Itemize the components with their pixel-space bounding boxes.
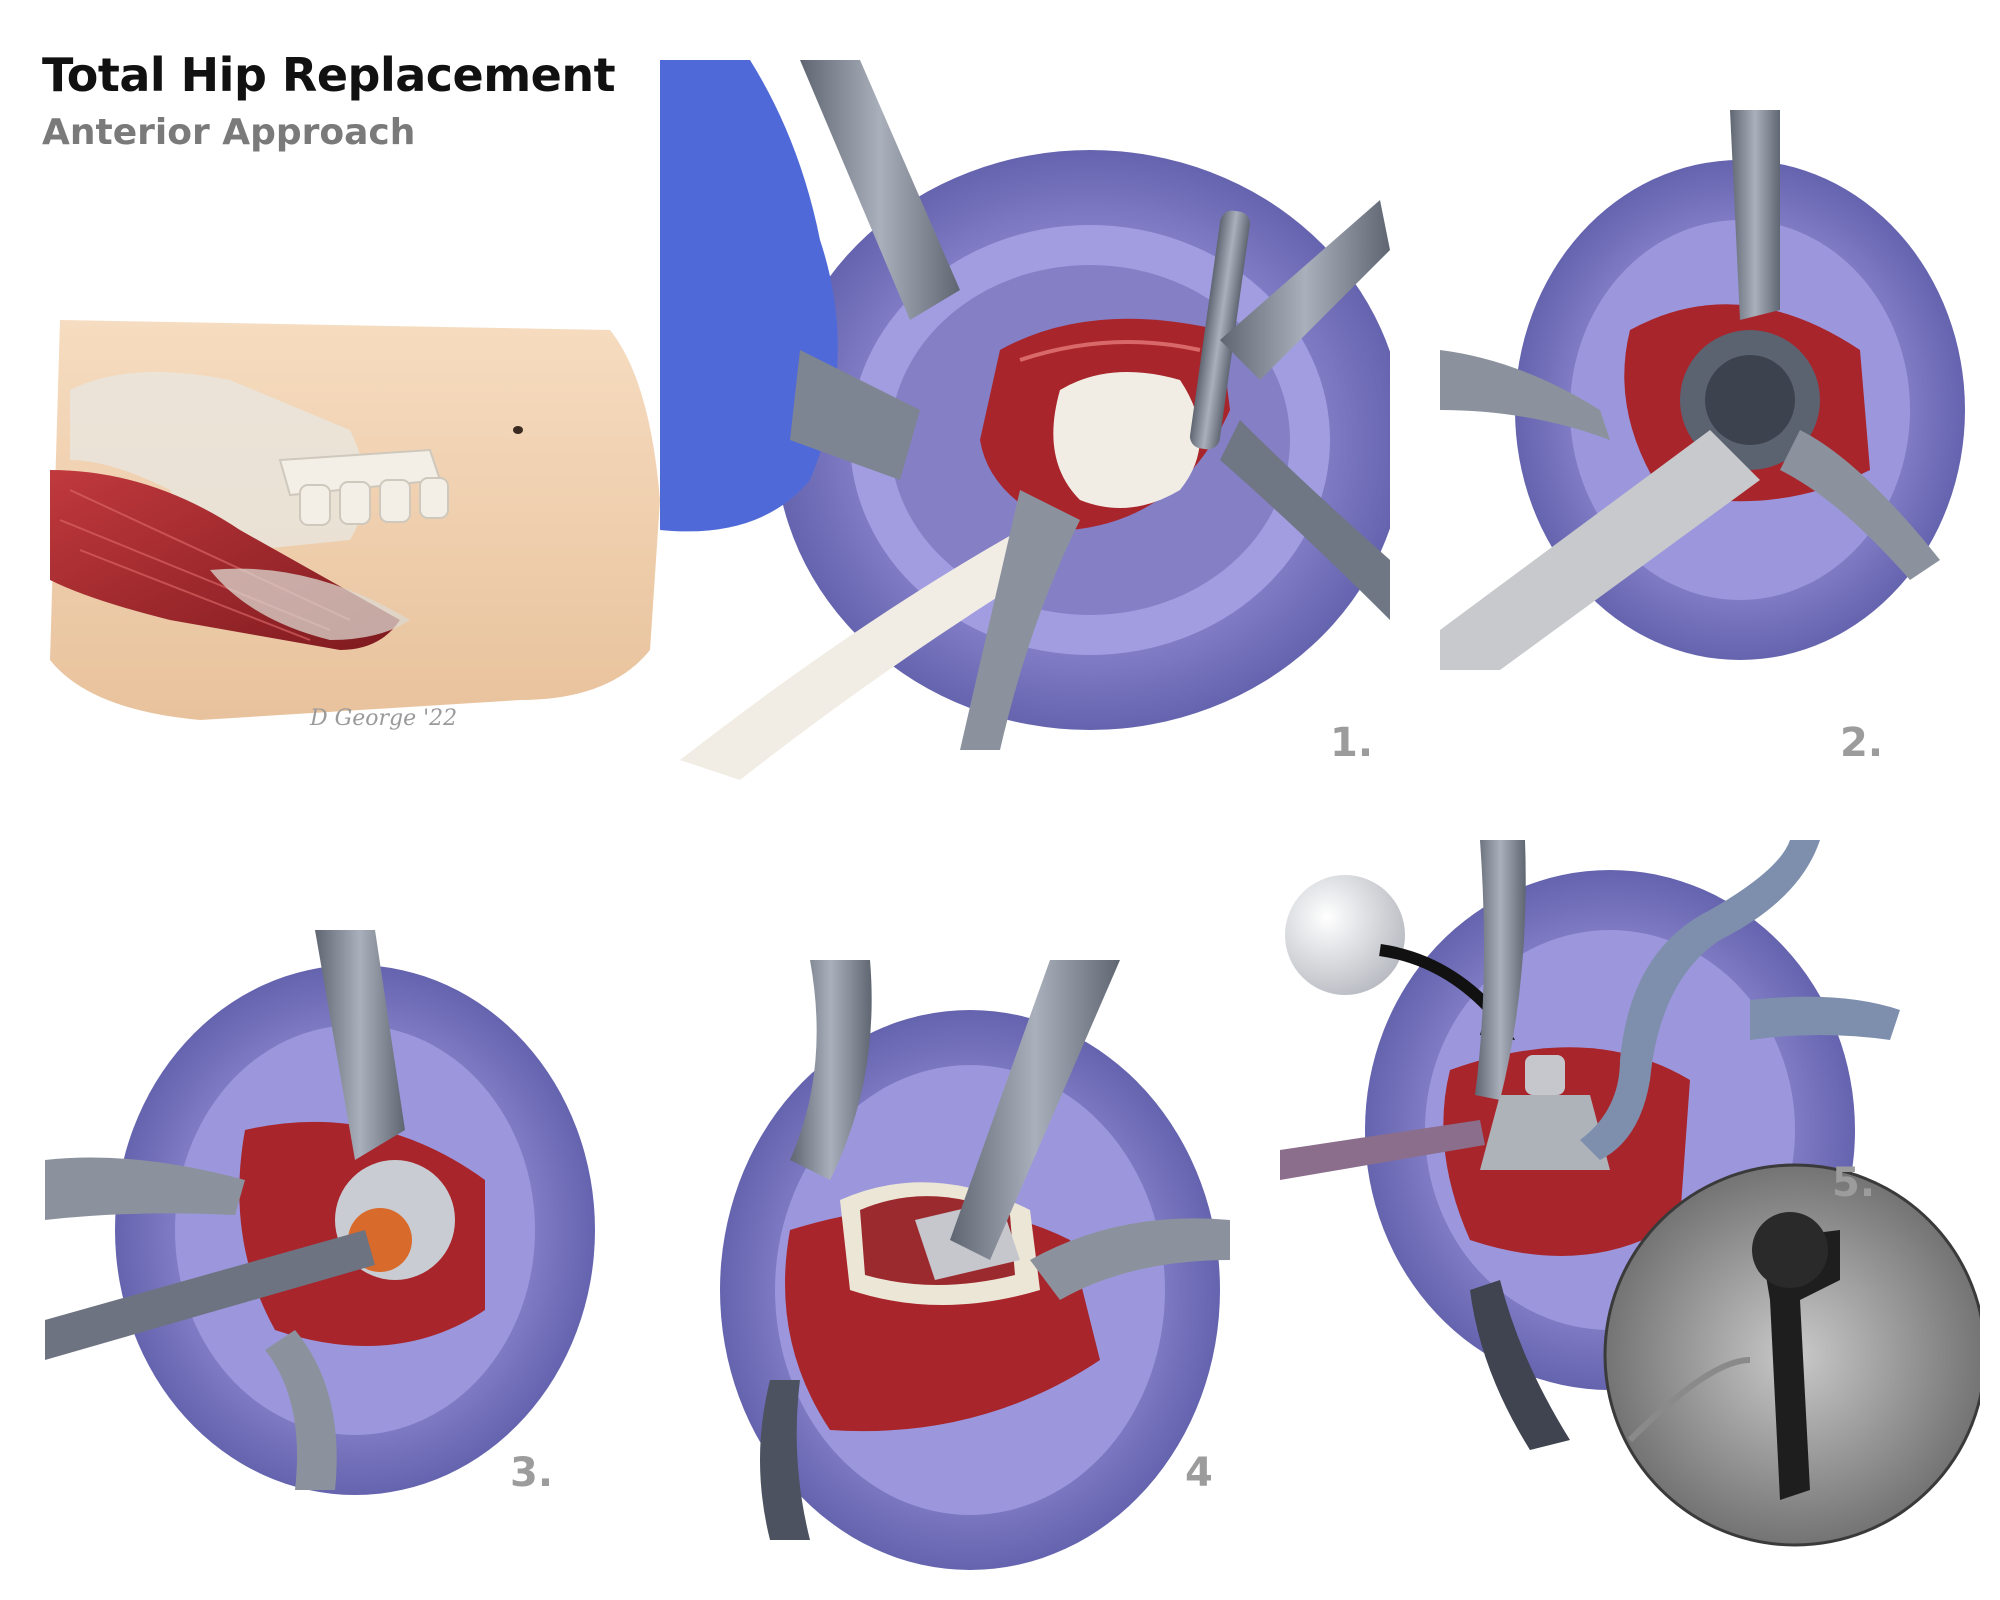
step-2-label: 2. [1840, 720, 1884, 766]
step-1-illustration [660, 60, 1390, 780]
step-2-illustration [1440, 110, 1980, 670]
step-1-label: 1. [1330, 720, 1374, 766]
page-subtitle: Anterior Approach [42, 112, 416, 153]
step-5-label: 5. [1832, 1160, 1876, 1206]
step-3-illustration [45, 930, 605, 1550]
step-5-illustration [1280, 840, 1980, 1580]
step-3-label: 3. [510, 1450, 554, 1496]
step-4-label: 4 [1185, 1450, 1213, 1496]
signature: D George '22 [309, 706, 457, 731]
overview-illustration: D George '22 [50, 320, 670, 740]
page-title: Total Hip Replacement [42, 48, 616, 102]
step-4-illustration [700, 960, 1230, 1570]
